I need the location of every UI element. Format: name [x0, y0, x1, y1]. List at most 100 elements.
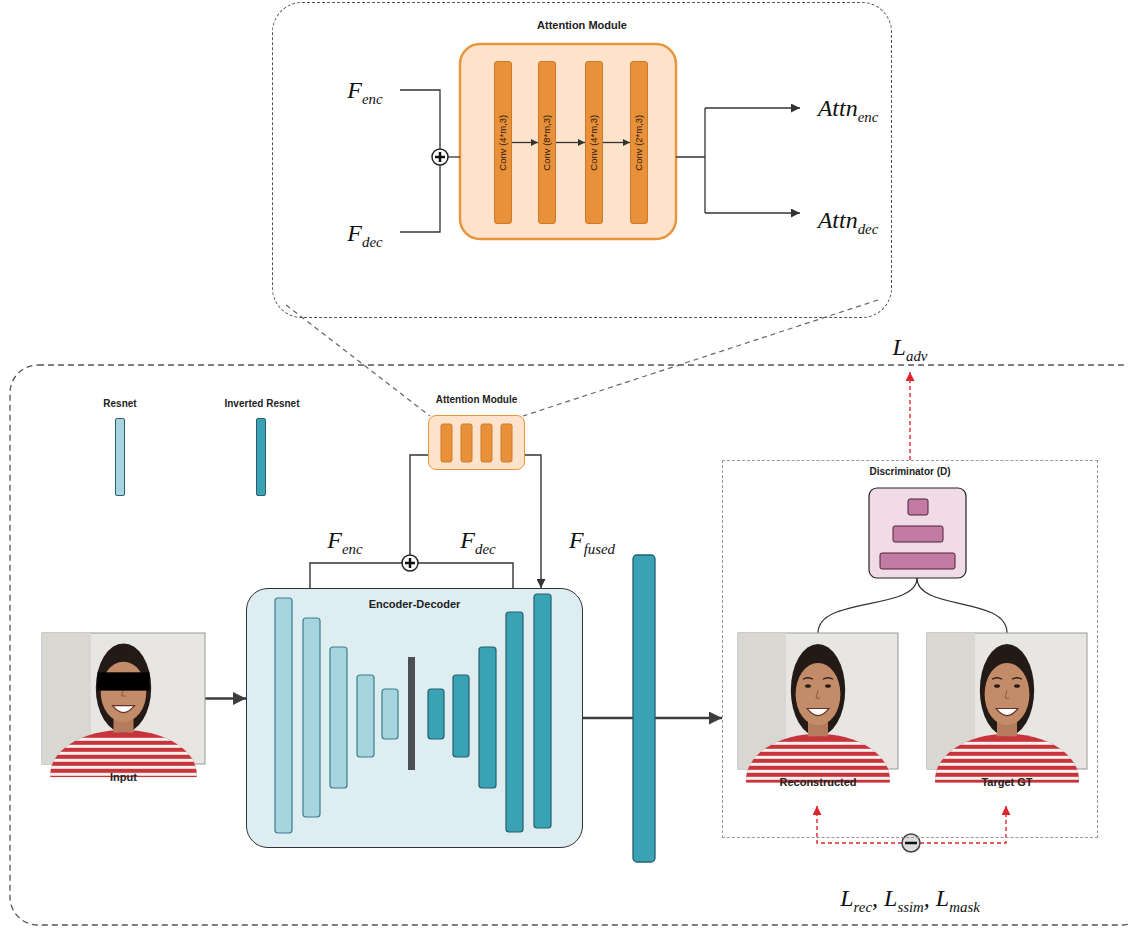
inverted-resnet-block: [534, 594, 551, 828]
bottleneck-block: [408, 657, 415, 770]
wire: [418, 563, 513, 588]
target-image: Target GT: [927, 633, 1087, 769]
drawing-part: [927, 749, 1087, 752]
wire: [676, 108, 705, 213]
inverted-resnet-block: [479, 647, 496, 788]
math-symbol: , L: [872, 885, 897, 911]
drawing-part: [927, 770, 1087, 773]
conv-layer: Conv (4*m,3): [494, 61, 512, 224]
math-symbol: F: [347, 77, 362, 103]
encoder-decoder-box: Encoder-Decoder: [246, 588, 583, 848]
attention-module-panel: Attention ModuleConv (4*m,3) Conv (8*m,3)…: [272, 2, 892, 318]
discriminator-layer: [893, 526, 943, 542]
math-label: Attnenc: [818, 94, 879, 123]
zoom-line: [286, 305, 430, 416]
resnet-block: [275, 598, 292, 833]
difference-symbol: [905, 842, 917, 845]
subscript: dec: [475, 540, 496, 556]
hair: [96, 643, 151, 732]
conv-layer: Conv (8*m,3): [538, 61, 556, 224]
math-symbol: , L: [924, 885, 949, 911]
mouth: [807, 708, 829, 715]
math-symbol: F: [460, 527, 475, 553]
math-symbol: Attn: [818, 95, 858, 121]
conv-layer-icon: [461, 424, 472, 462]
mouth: [996, 708, 1018, 715]
node-illustration: [429, 416, 526, 471]
inverted-resnet-block: [453, 675, 469, 757]
resnet-block: [303, 618, 320, 817]
math-symbol: L: [893, 334, 906, 360]
math-label: Lrec, Lssim, Lmask: [840, 884, 980, 913]
loss-arrow: [909, 372, 910, 460]
wire: [400, 165, 440, 232]
subscript: fused: [584, 540, 615, 556]
subscript: enc: [362, 90, 383, 106]
connector: [512, 142, 538, 143]
drawing-part: [927, 742, 1087, 745]
brow: [992, 678, 1022, 680]
subscript: mask: [949, 898, 980, 914]
output-block: [633, 555, 655, 862]
hair: [791, 644, 845, 736]
legend-swatch: [115, 418, 125, 496]
math-label: Ffused: [569, 526, 615, 555]
discriminator-layer: [908, 499, 928, 515]
sum-symbol: [432, 149, 448, 165]
box-heading: Discriminator (D): [869, 466, 950, 478]
legend-label: Resnet: [103, 398, 136, 409]
inverted-resnet-block: [506, 612, 523, 832]
math-symbol: F: [327, 527, 342, 553]
conv-layer-icon: [481, 424, 492, 462]
subscript: ssim: [897, 898, 923, 914]
math-symbol: F: [569, 527, 584, 553]
math-symbol: L: [840, 885, 853, 911]
drawing-part: [738, 763, 898, 766]
subscript: adv: [906, 347, 927, 363]
math-label: Fdec: [460, 526, 495, 555]
resnet-block: [357, 675, 374, 757]
drawing-part: [927, 763, 1087, 766]
drawing-part: [738, 756, 898, 759]
conv-layer-icon: [441, 424, 452, 462]
connector: [603, 142, 630, 143]
discriminator-icon: [869, 488, 966, 578]
connector: [525, 455, 541, 588]
sum-symbol: [402, 555, 418, 571]
drawing-part: [738, 742, 898, 745]
layer-label: Conv (4*m,3): [588, 115, 599, 171]
model-frame: [10, 365, 1128, 925]
eye: [805, 684, 811, 688]
drawing-part: [42, 752, 205, 755]
math-label: Fenc: [347, 76, 382, 105]
mask-bar: [98, 672, 150, 690]
reconstructed-image: Reconstructed: [738, 633, 898, 769]
discriminator-layer: [880, 553, 955, 569]
conv-layer-icon: [501, 424, 512, 462]
subscript: dec: [362, 233, 383, 249]
layer-label: Conv (8*m,3): [541, 115, 552, 171]
input-image: Input: [42, 633, 205, 764]
legend-swatch: [256, 418, 266, 496]
wire-arrow: [705, 107, 800, 108]
sum-symbol: [405, 558, 415, 568]
conv-layer: Conv (4*m,3): [585, 61, 603, 224]
inverted-resnet-block: [428, 689, 444, 739]
subscript: enc: [858, 108, 879, 124]
face: [985, 663, 1030, 726]
drawing-part: [927, 756, 1087, 759]
drawing-part: [42, 759, 205, 762]
face: [101, 662, 147, 722]
input-line: [818, 578, 917, 633]
subscript: enc: [342, 540, 363, 556]
subscript: rec: [854, 898, 872, 914]
box-heading: Attention Module: [436, 394, 518, 406]
drawing-part: [42, 766, 205, 769]
eye: [994, 684, 1000, 688]
resnet-block: [330, 647, 347, 788]
box-heading: Attention Module: [537, 19, 627, 32]
node-illustration: [738, 633, 898, 769]
drawing-part: [738, 770, 898, 773]
input-line: [917, 578, 1007, 633]
